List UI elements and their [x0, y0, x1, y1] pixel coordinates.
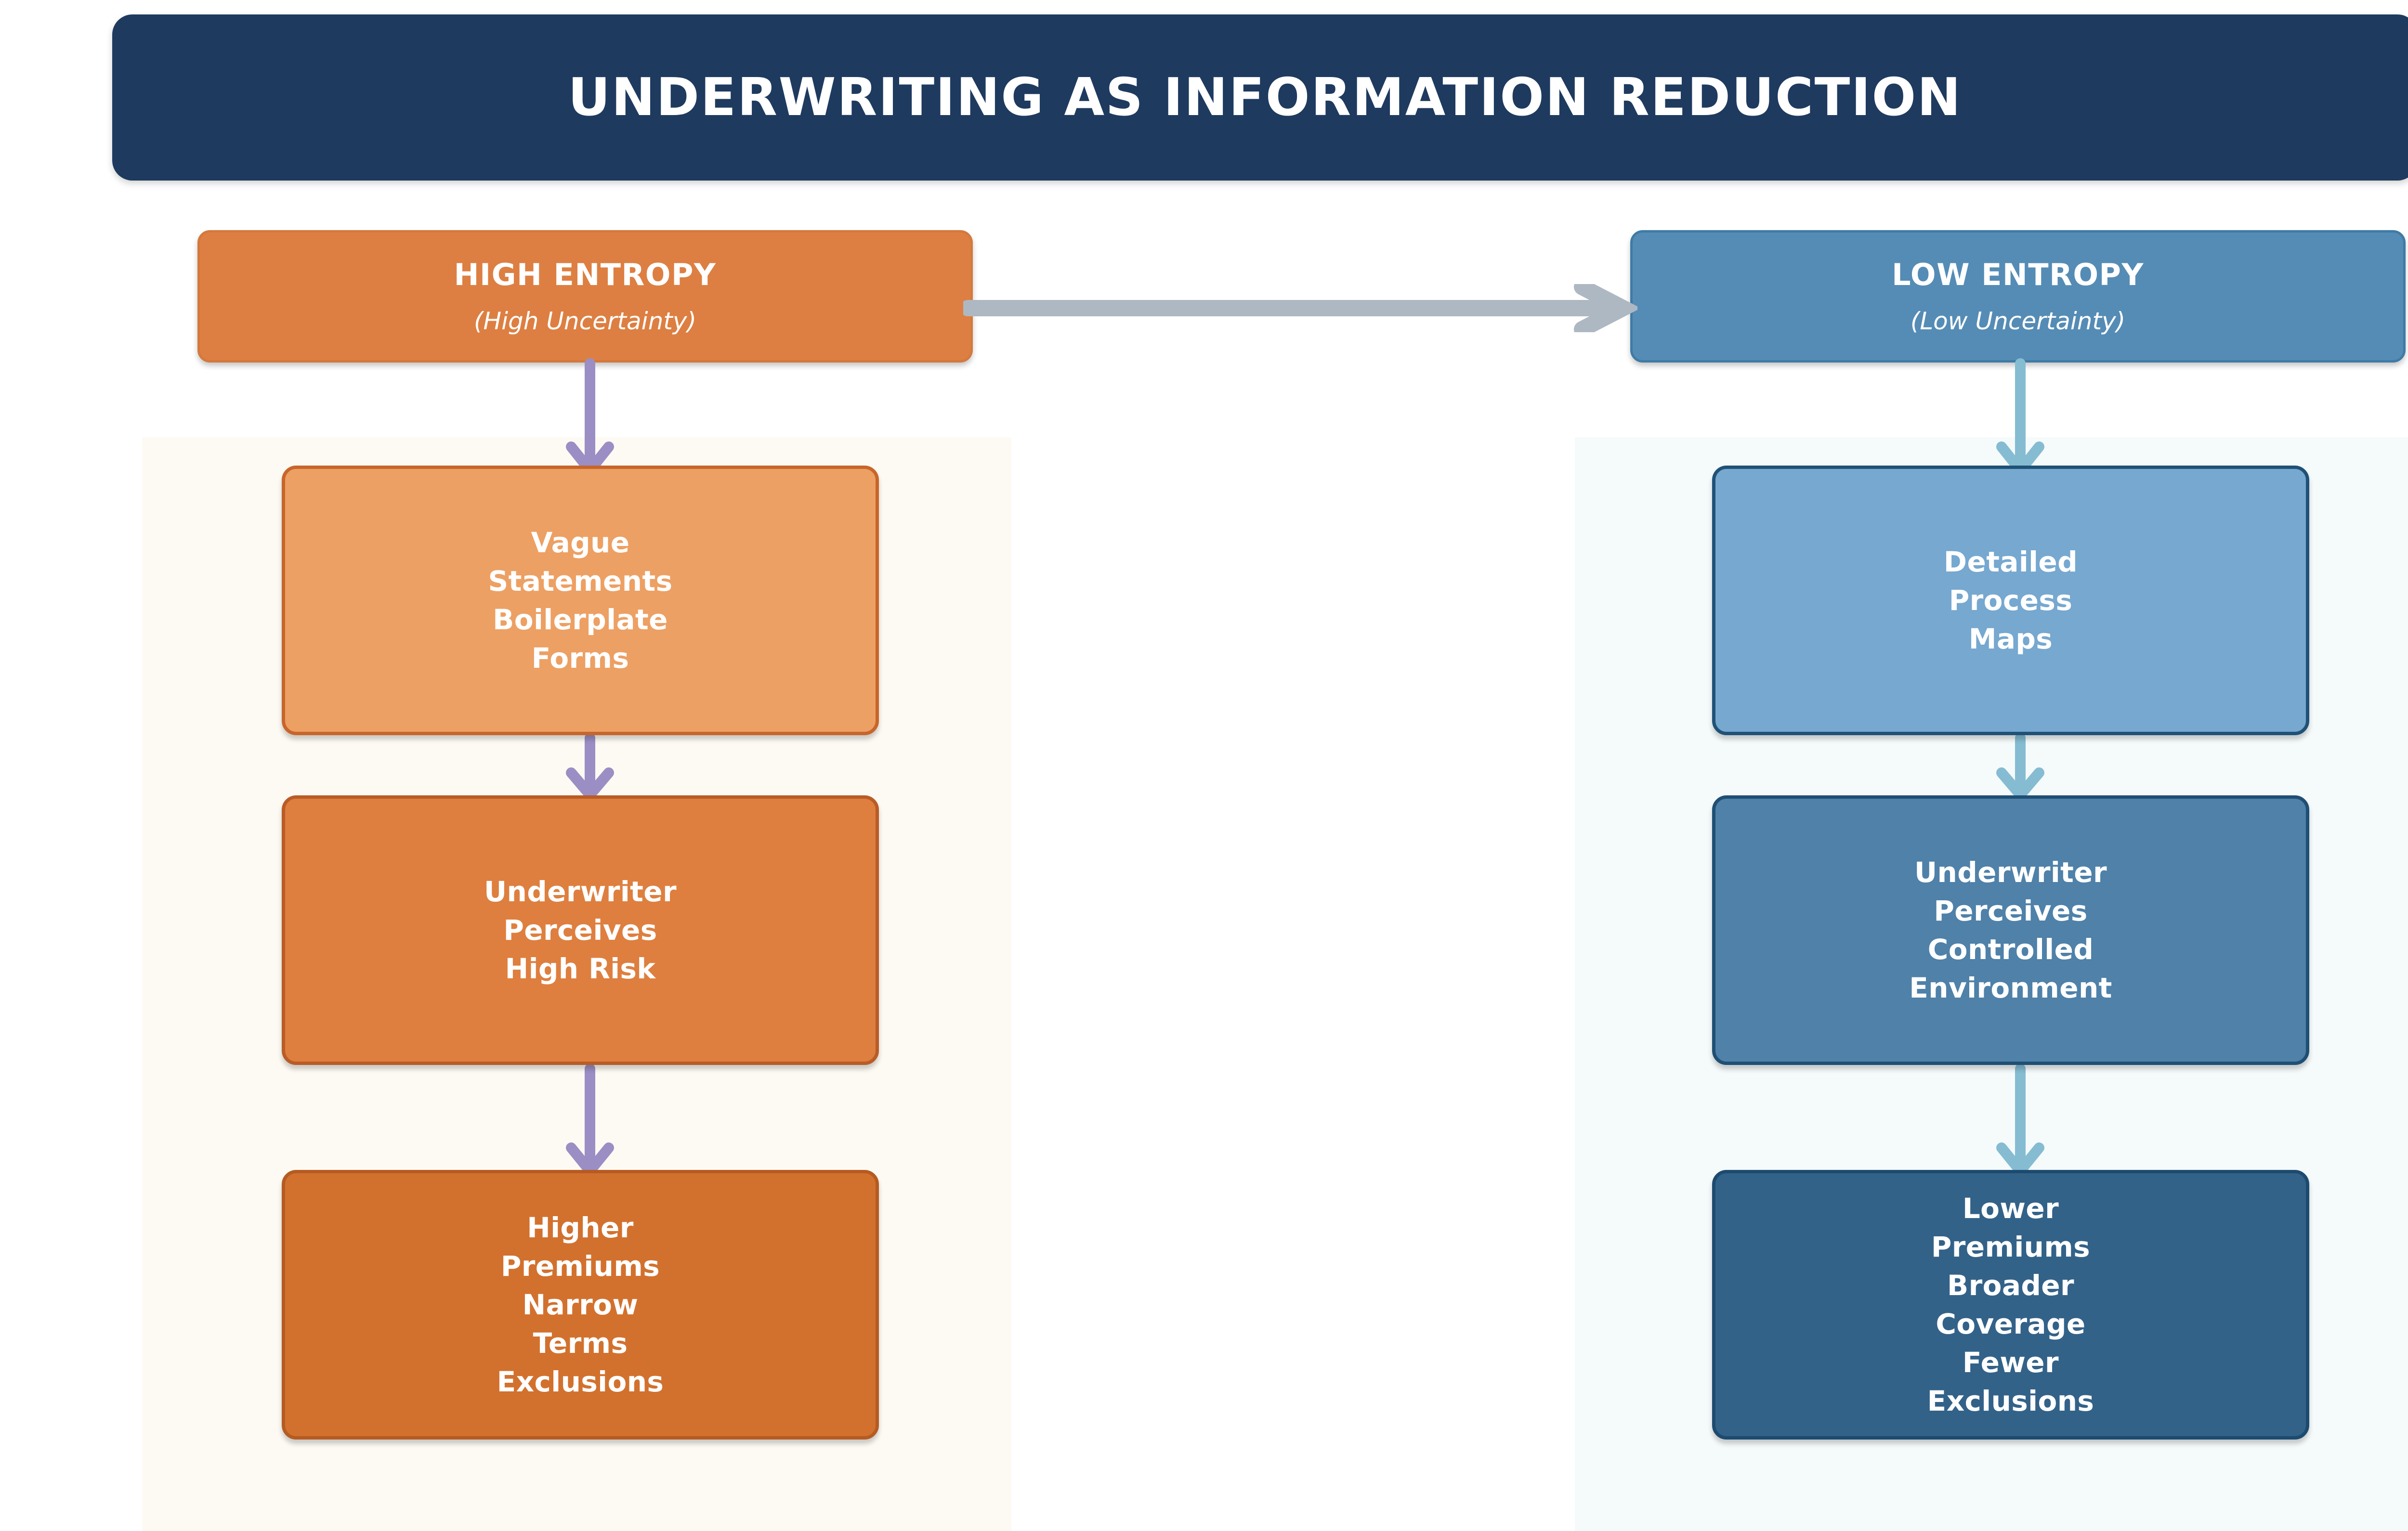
low-entropy-step-2-label: Underwriter Perceives Controlled Environ… [1909, 856, 2112, 1005]
high-entropy-step-1-box[interactable]: Vague Statements Boilerplate Forms [282, 466, 879, 735]
low-entropy-step-1-box[interactable]: Detailed Process Maps [1712, 466, 2309, 735]
high-entropy-step-3-label: Higher Premiums Narrow Terms Exclusions [497, 1211, 664, 1399]
right-connector-step2-to-step3 [1984, 1065, 2056, 1176]
high-entropy-step-2-label: Underwriter Perceives High Risk [484, 875, 677, 986]
high-entropy-header-subtitle: (High Uncertainty) [474, 307, 696, 335]
high-entropy-step-2-box[interactable]: Underwriter Perceives High Risk [282, 795, 879, 1065]
high-entropy-header-title: HIGH ENTROPY [454, 257, 717, 292]
high-entropy-header-box[interactable]: HIGH ENTROPY (High Uncertainty) [197, 230, 973, 363]
low-entropy-step-1-label: Detailed Process Maps [1943, 545, 2078, 656]
low-entropy-step-3-box[interactable]: Lower Premiums Broader Coverage Fewer Ex… [1712, 1170, 2309, 1440]
low-entropy-header-box[interactable]: LOW ENTROPY (Low Uncertainty) [1630, 230, 2406, 363]
cross-column-arrow [963, 284, 1637, 332]
right-connector-step1-to-step2 [1984, 735, 2056, 800]
right-connector-header-to-step1 [1984, 358, 2056, 476]
left-connector-step2-to-step3 [554, 1065, 626, 1176]
diagram-title-banner: UNDERWRITING AS INFORMATION REDUCTION [112, 14, 2408, 181]
left-connector-header-to-step1 [554, 358, 626, 476]
page-title: UNDERWRITING AS INFORMATION REDUCTION [568, 67, 1962, 128]
left-connector-step1-to-step2 [554, 735, 626, 800]
low-entropy-header-title: LOW ENTROPY [1892, 257, 2144, 292]
high-entropy-step-1-label: Vague Statements Boilerplate Forms [488, 526, 673, 675]
low-entropy-step-2-box[interactable]: Underwriter Perceives Controlled Environ… [1712, 795, 2309, 1065]
high-entropy-step-3-box[interactable]: Higher Premiums Narrow Terms Exclusions [282, 1170, 879, 1440]
low-entropy-step-3-label: Lower Premiums Broader Coverage Fewer Ex… [1927, 1192, 2094, 1418]
low-entropy-header-subtitle: (Low Uncertainty) [1910, 307, 2126, 335]
